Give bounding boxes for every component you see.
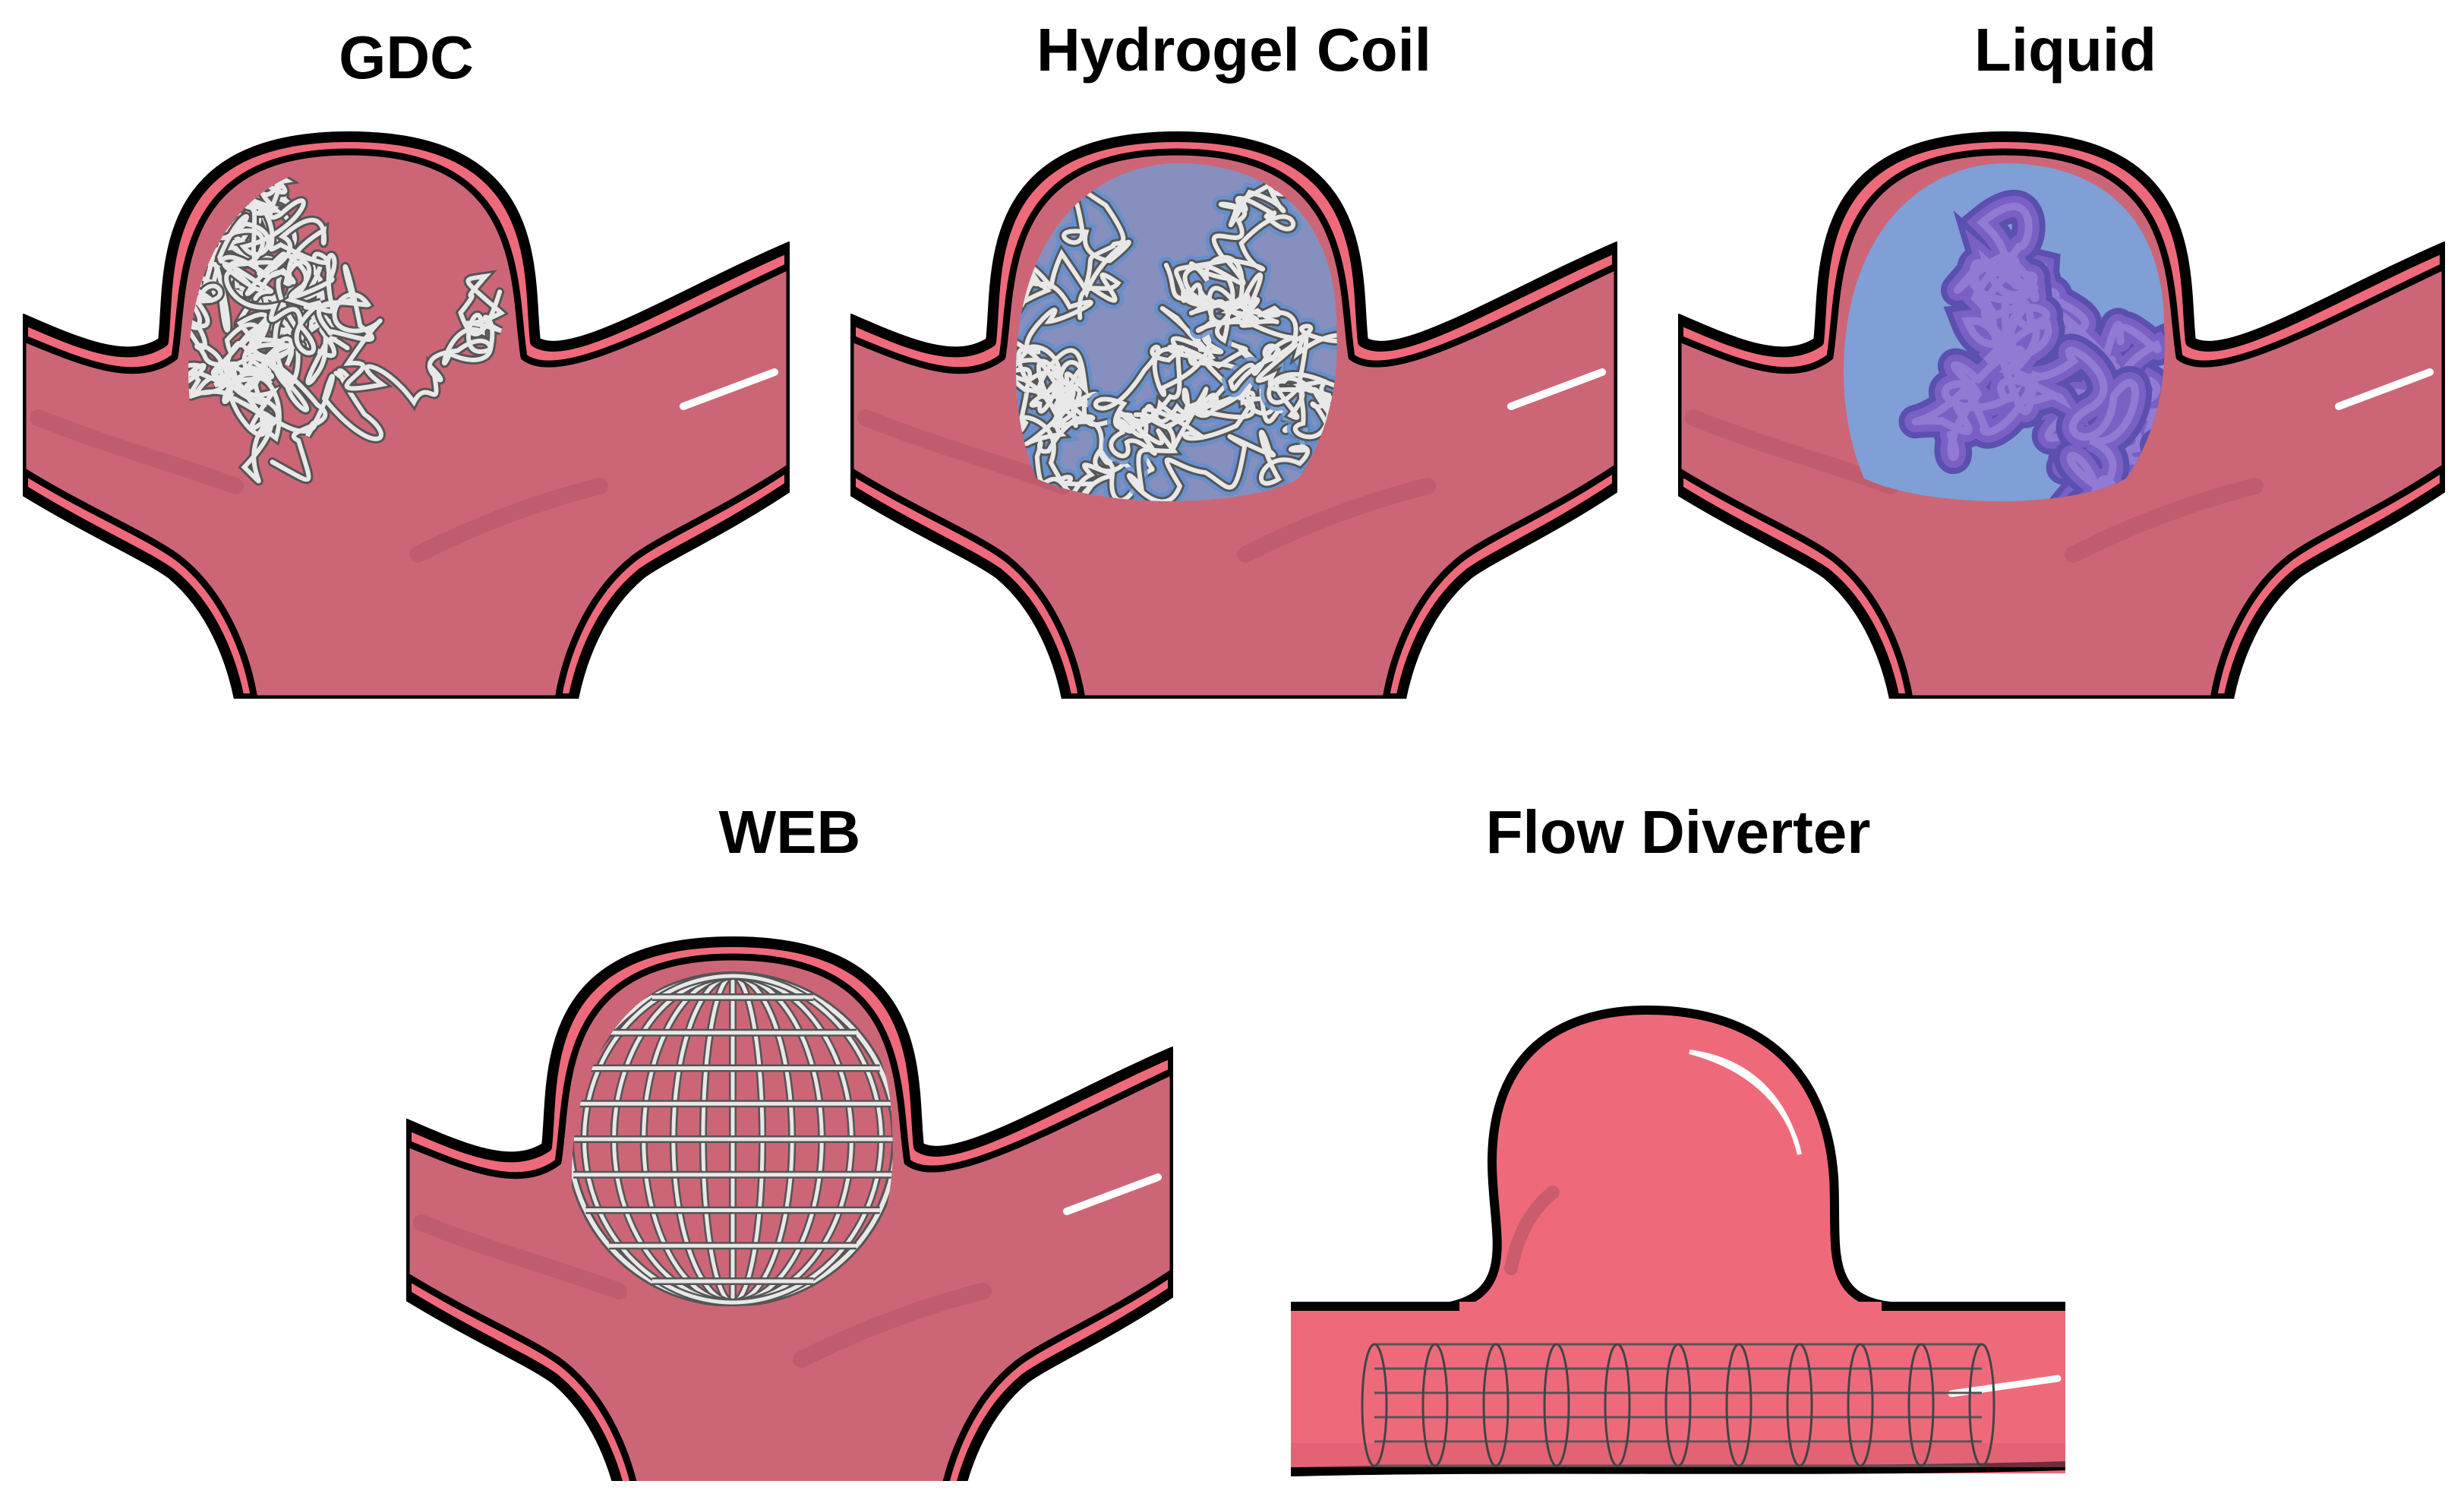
panel-title-liquid: Liquid	[1974, 16, 2156, 84]
aneurysm-liquid-illustration	[1678, 131, 2445, 699]
panel-title-flow: Flow Diverter	[1485, 798, 1871, 866]
aneurysm-web-illustration	[406, 936, 1173, 1481]
aneurysm-hydrogel-illustration	[850, 131, 1617, 699]
panel-title-gdc: GDC	[339, 24, 474, 91]
panel-title-web: WEB	[718, 798, 861, 866]
panel-title-hydrogel: Hydrogel Coil	[1036, 16, 1432, 84]
aneurysm-flow-diverter-illustration	[1291, 1006, 2065, 1476]
aneurysm-gdc-illustration	[23, 131, 790, 699]
flow-diverter-stent	[1361, 1343, 1995, 1467]
